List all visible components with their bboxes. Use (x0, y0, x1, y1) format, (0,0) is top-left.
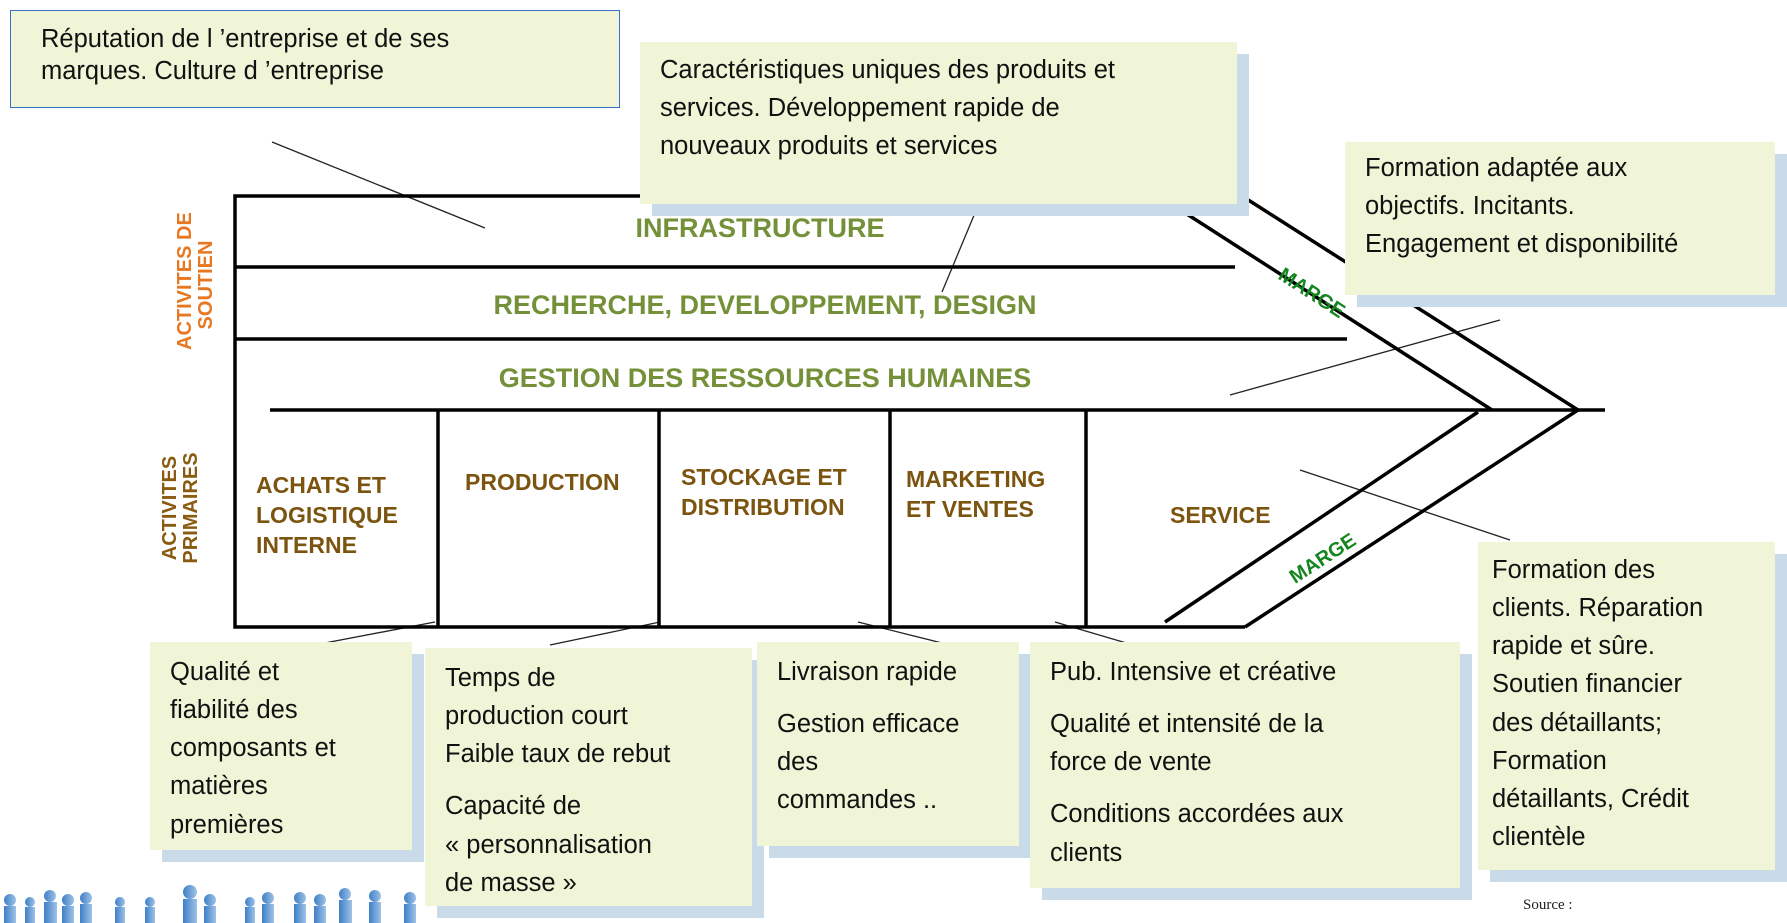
leader-line-reputation (271, 141, 486, 229)
note-force-vente-line-1: Qualité et intensité de la (1050, 710, 1324, 739)
margin-line-bottom-inner (1164, 410, 1479, 624)
primary-activities-label: ACTIVITES PRIMAIRES (159, 424, 206, 592)
cell-marketing-line-2: ET VENTES (906, 495, 1034, 522)
note-formation-objectifs-line-1: Formation adaptée aux (1365, 154, 1628, 182)
leader-line-formation-objectifs (1229, 319, 1501, 396)
source-label: Source : (1523, 897, 1573, 913)
note-capacite-line-1: Capacité de (445, 792, 582, 821)
note-formation-objectifs-line-2: objectifs. Incitants. (1365, 192, 1575, 221)
cell-stockage: STOCKAGE ET DISTRIBUTION (681, 463, 847, 523)
cell-marketing: MARKETING ET VENTES (906, 465, 1045, 525)
support-label-line-1: ACTIVITES DE (174, 212, 196, 350)
note-formation-clients-line-3: rapide et sûre. (1492, 632, 1656, 661)
note-qualite-line-4: matières (170, 772, 268, 801)
cell-achats-line-3: INTERNE (256, 531, 357, 558)
cell-production: PRODUCTION (465, 468, 620, 498)
row-recherche: RECHERCHE, DEVELOPPEMENT, DESIGN (493, 290, 1037, 320)
margin-line-top-inner (1164, 198, 1493, 412)
note-formation-clients-line-5: des détaillants; (1492, 708, 1663, 737)
support-activities-label: ACTIVITES DE SOUTIEN (174, 212, 221, 350)
note-conditions-line-1: Conditions accordées aux (1050, 800, 1344, 829)
note-gestion-line-1: Gestion efficace (777, 710, 960, 739)
note-formation-clients-line-2: clients. Réparation (1492, 594, 1704, 623)
note-qualite-line-2: fiabilité des (170, 696, 298, 725)
note-gestion-line-3: commandes .. (777, 786, 938, 815)
support-label-line-2: SOUTIEN (195, 240, 217, 330)
primary-label-line-1: ACTIVITES (159, 455, 181, 561)
margin-line-bottom-outer (1244, 408, 1579, 629)
cell-service-line-1: SERVICE (1170, 502, 1271, 528)
row-ressources-humaines: GESTION DES RESSOURCES HUMAINES (498, 363, 1032, 393)
note-caracteristiques-line-3: nouveaux produits et services (660, 132, 998, 161)
note-temps-line-2: production court (445, 702, 628, 731)
primary-label-line-2: PRIMAIRES (180, 452, 202, 564)
note-capacite-line-3: de masse » (445, 868, 577, 897)
note-temps-line-3: Faible taux de rebut (445, 740, 671, 769)
note-formation-clients: Formation des clients. Réparation rapide… (1478, 542, 1775, 870)
note-qualite-line-3: composants et (170, 734, 336, 763)
note-formation-clients-line-4: Soutien financier (1492, 670, 1682, 699)
note-capacite-line-2: « personnalisation (445, 830, 652, 859)
note-temps-capacite: Temps de production court Faible taux de… (425, 648, 752, 906)
crowd-silhouette-decoration (4, 885, 416, 923)
note-caracteristiques-line-1: Caractéristiques uniques des produits et (660, 56, 1116, 84)
note-pub-line-1: Pub. Intensive et créative (1050, 658, 1337, 686)
note-formation-clients-line-6: Formation (1492, 746, 1607, 775)
leader-line-formation-clients (1299, 469, 1511, 541)
cell-stockage-line-1: STOCKAGE ET (681, 464, 847, 490)
note-formation-clients-line-8: clientèle (1492, 822, 1586, 851)
note-formation-clients-line-7: détaillants, Crédit (1492, 784, 1690, 813)
cell-achats-line-2: LOGISTIQUE (256, 501, 398, 528)
note-reputation-line-1: Réputation de l ’entreprise et de ses (41, 25, 450, 53)
note-formation-clients-line-1: Formation des (1492, 556, 1655, 584)
cell-achats-line-1: ACHATS ET (256, 472, 386, 498)
note-livraison-line-1: Livraison rapide (777, 658, 958, 686)
note-temps-line-1: Temps de (445, 664, 556, 692)
cell-service: SERVICE (1170, 501, 1271, 531)
note-reputation: Réputation de l ’entreprise et de ses ma… (10, 10, 620, 108)
note-caracteristiques-line-2: services. Développement rapide de (660, 94, 1060, 123)
cell-production-line-1: PRODUCTION (465, 469, 620, 495)
margin-line-top-outer (1241, 194, 1579, 412)
cell-stockage-line-2: DISTRIBUTION (681, 493, 845, 520)
note-reputation-line-2: marques. Culture d ’entreprise (41, 57, 384, 86)
note-formation-objectifs-line-3: Engagement et disponibilité (1365, 230, 1679, 259)
note-qualite: Qualité et fiabilité des composants et m… (150, 642, 412, 850)
note-pub-vente: Pub. Intensive et créative Qualité et in… (1030, 642, 1460, 888)
cell-marketing-line-1: MARKETING (906, 466, 1046, 492)
note-qualite-line-5: premières (170, 810, 284, 839)
note-force-vente-line-2: force de vente (1050, 748, 1212, 777)
note-formation-objectifs: Formation adaptée aux objectifs. Incitan… (1345, 142, 1775, 295)
cell-achats: ACHATS ET LOGISTIQUE INTERNE (256, 471, 398, 561)
note-qualite-line-1: Qualité et (170, 658, 280, 686)
note-livraison-gestion: Livraison rapide Gestion efficace des co… (757, 642, 1019, 846)
row-infrastructure: INFRASTRUCTURE (635, 213, 885, 243)
note-gestion-line-2: des (777, 748, 819, 777)
note-conditions-line-2: clients (1050, 838, 1123, 867)
note-caracteristiques: Caractéristiques uniques des produits et… (640, 42, 1237, 204)
